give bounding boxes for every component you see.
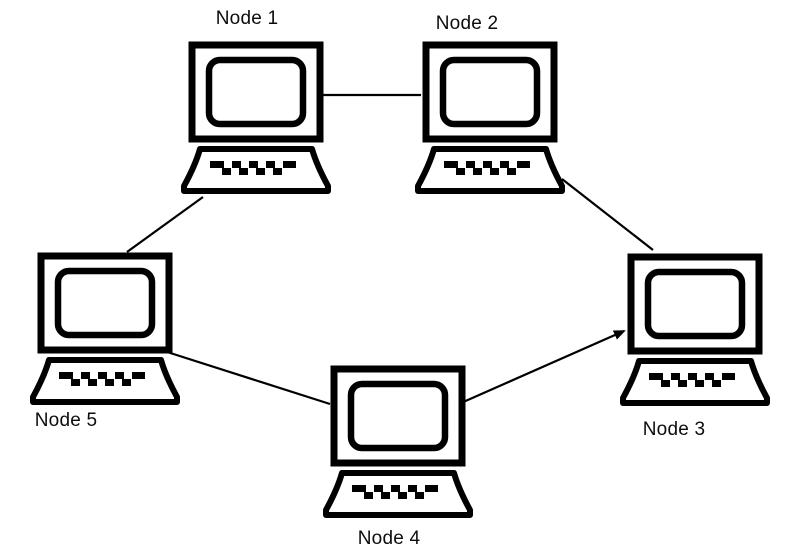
node-node5: [25, 252, 181, 408]
node-label-node4: Node 4: [357, 528, 421, 549]
connection-node5-node4: [163, 349, 331, 406]
node-label-node3: Node 3: [642, 419, 706, 440]
computer-icon: [410, 41, 566, 197]
node-node4: [318, 365, 474, 521]
node-label-node2: Node 2: [435, 13, 499, 34]
computer-icon: [615, 253, 771, 409]
node-node1: [176, 41, 332, 197]
connection-node2-node3: [561, 178, 654, 251]
node-label-node1: Node 1: [215, 8, 279, 29]
node-node3: [615, 253, 771, 409]
node-node2: [410, 41, 566, 197]
computer-icon: [25, 252, 181, 408]
connection-node4-node3-arrow: [460, 329, 626, 405]
connection-node1-node5: [126, 196, 204, 253]
computer-icon: [176, 41, 332, 197]
node-label-node5: Node 5: [34, 410, 98, 431]
computer-icon: [318, 365, 474, 521]
